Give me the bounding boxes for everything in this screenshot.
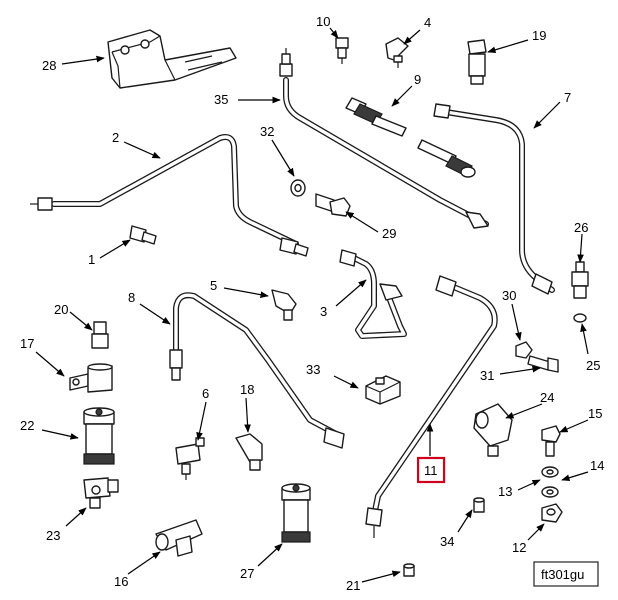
- part-33-block: [365, 375, 401, 405]
- part-29-bolt: [315, 193, 351, 217]
- part-26-fitting: [571, 261, 589, 299]
- part-5-elbow: [271, 289, 297, 321]
- part-23-tee: [83, 477, 119, 509]
- callout-32: 32: [260, 124, 274, 139]
- callout-29: 29: [382, 226, 396, 241]
- callout-11: 11: [424, 463, 438, 478]
- callout-15: 15: [588, 406, 602, 421]
- callout-23: 23: [46, 528, 60, 543]
- reference-code-box: ft301gu: [533, 561, 599, 587]
- callout-6: 6: [202, 386, 209, 401]
- callout-26: 26: [574, 220, 588, 235]
- callout-24: 24: [540, 390, 554, 405]
- callout-16: 16: [114, 574, 128, 589]
- part-3-tube-assembly: [339, 249, 407, 339]
- callout-21: 21: [346, 578, 360, 593]
- part-18-elbow: [235, 433, 263, 471]
- part-34-fitting: [473, 497, 485, 513]
- part-28-bracket: [107, 29, 237, 89]
- callout-22: 22: [20, 418, 34, 433]
- part-4-elbow: [385, 37, 409, 68]
- callout-13: 13: [498, 484, 512, 499]
- part-32-washer: [290, 179, 306, 197]
- part-13-washer: [541, 486, 559, 498]
- part-35-tube: [279, 48, 489, 229]
- callout-34: 34: [440, 534, 454, 549]
- part-16-tee: [155, 519, 203, 557]
- part-19-fitting: [467, 39, 487, 85]
- callout-35: 35: [214, 92, 228, 107]
- part-17-clamp: [69, 363, 113, 393]
- callout-33: 33: [306, 362, 320, 377]
- callout-5: 5: [210, 278, 217, 293]
- callout-12: 12: [512, 540, 526, 555]
- callout-18: 18: [240, 382, 254, 397]
- part-14-washer: [541, 466, 559, 478]
- callout-30: 30: [502, 288, 516, 303]
- callout-14: 14: [590, 458, 604, 473]
- callout-8: 8: [128, 290, 135, 305]
- part-8-tube: [169, 292, 345, 449]
- callout-labels: 28 10 4 19 9 35 7 2 32 29 1 26 25 3 30 3…: [20, 14, 604, 593]
- callout-31: 31: [480, 368, 494, 383]
- callout-17: 17: [20, 336, 34, 351]
- part-15-bolt: [541, 425, 561, 457]
- part-6-tee: [175, 437, 205, 480]
- callout-28: 28: [42, 58, 56, 73]
- part-24-elbow: [473, 403, 513, 457]
- callout-19: 19: [532, 28, 546, 43]
- reference-code: ft301gu: [541, 567, 584, 582]
- leader-lines: [35, 27, 589, 583]
- part-11-tube: [365, 275, 498, 538]
- part-27-filter: [281, 483, 311, 543]
- part-9-hose: [345, 97, 476, 178]
- callout-1: 1: [88, 252, 95, 267]
- part-21-fitting: [403, 563, 415, 577]
- callout-10: 10: [316, 14, 330, 29]
- part-25-oring: [573, 313, 587, 323]
- part-2-tube: [30, 134, 309, 257]
- highlighted-callout-11[interactable]: 11: [416, 456, 446, 484]
- part-12-nut: [541, 503, 563, 523]
- part-1-fitting: [129, 225, 157, 245]
- part-20-fitting: [91, 321, 109, 349]
- callout-20: 20: [54, 302, 68, 317]
- part-10-fitting: [335, 37, 349, 64]
- callout-2: 2: [112, 130, 119, 145]
- callout-27: 27: [240, 566, 254, 581]
- callout-4: 4: [424, 15, 431, 30]
- part-22-filter: [83, 407, 115, 465]
- part-7-tube: [433, 103, 555, 295]
- callout-7: 7: [564, 90, 571, 105]
- callout-25: 25: [586, 358, 600, 373]
- part-30-nut: [515, 341, 533, 359]
- part-31-bolt: [527, 355, 559, 373]
- callout-3: 3: [320, 304, 327, 319]
- callout-9: 9: [414, 72, 421, 87]
